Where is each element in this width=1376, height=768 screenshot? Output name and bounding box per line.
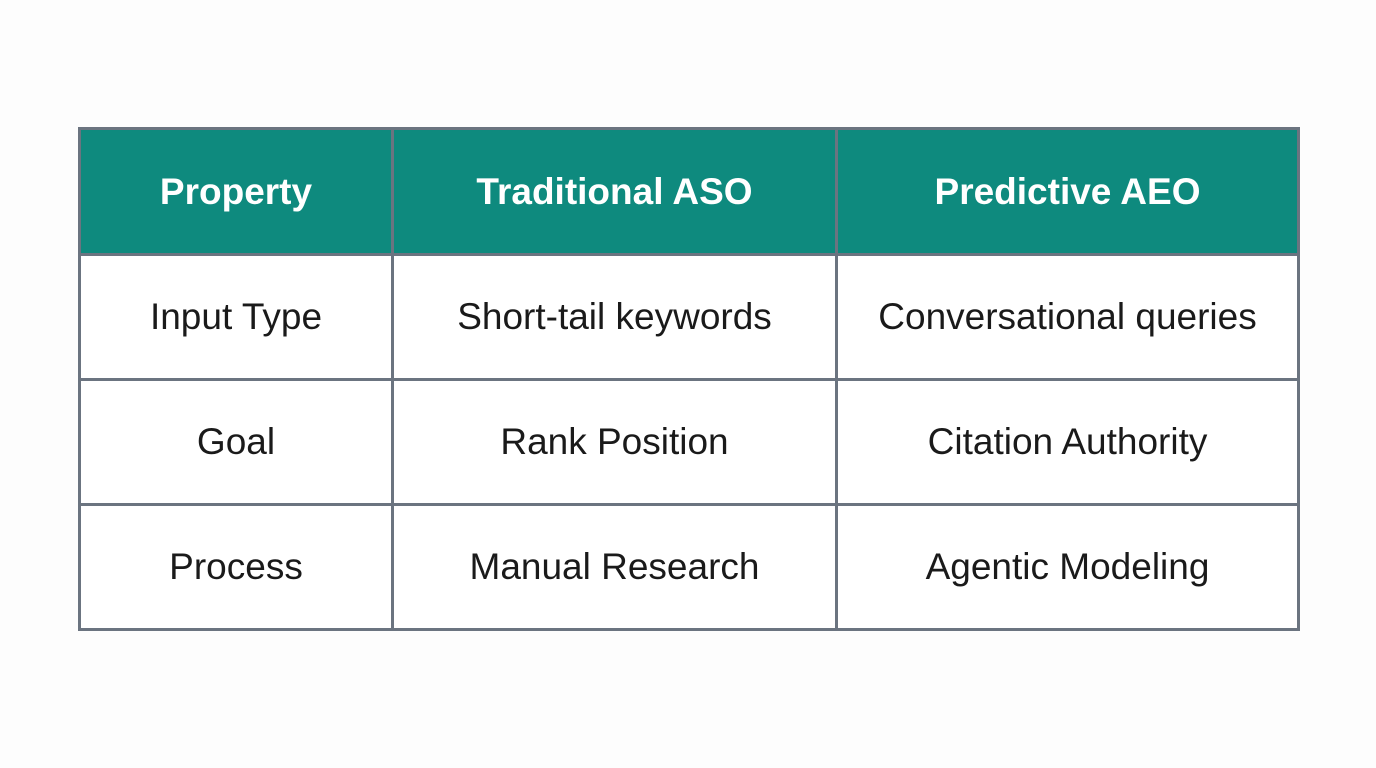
row-label: Input Type [78, 253, 394, 381]
traditional-cell: Rank Position [391, 378, 838, 506]
header-traditional-aso: Traditional ASO [391, 127, 838, 256]
comparison-table: Property Traditional ASO Predictive AEO … [78, 127, 1300, 631]
table-row: Input Type Short-tail keywords Conversat… [78, 253, 1300, 381]
predictive-cell: Conversational queries [835, 253, 1300, 381]
header-row: Property Traditional ASO Predictive AEO [78, 127, 1300, 256]
row-label: Goal [78, 378, 394, 506]
header-predictive-aeo: Predictive AEO [835, 127, 1300, 256]
table-row: Goal Rank Position Citation Authority [78, 378, 1300, 506]
traditional-cell: Manual Research [391, 503, 838, 631]
traditional-cell: Short-tail keywords [391, 253, 838, 381]
header-property: Property [78, 127, 394, 256]
row-label: Process [78, 503, 394, 631]
predictive-cell: Citation Authority [835, 378, 1300, 506]
predictive-cell: Agentic Modeling [835, 503, 1300, 631]
table-row: Process Manual Research Agentic Modeling [78, 503, 1300, 631]
